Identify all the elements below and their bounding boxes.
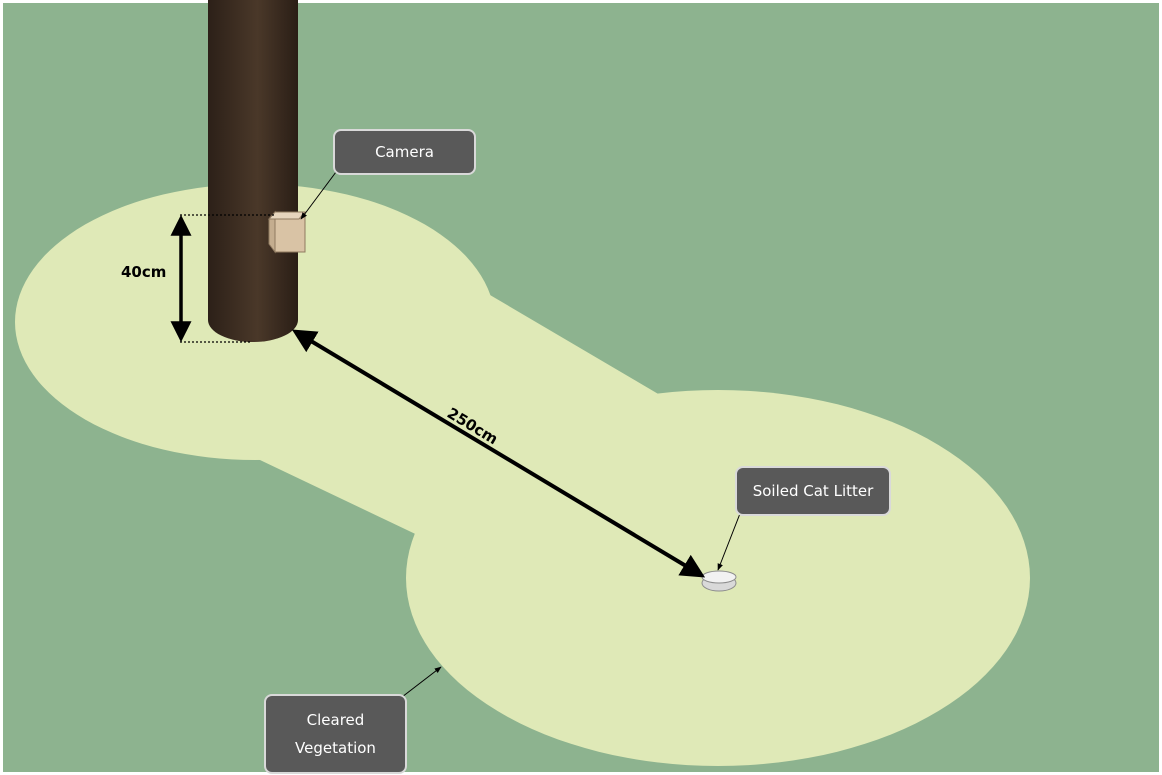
cat-litter-tray: [702, 571, 736, 591]
tree-post: [208, 0, 298, 342]
height-label: 40cm: [121, 263, 166, 281]
camera-device: [269, 212, 305, 252]
camera-callout: Camera: [333, 129, 476, 175]
soiled-cat-litter-callout: Soiled Cat Litter: [735, 466, 891, 516]
cleared-vegetation-callout: Cleared Vegetation: [264, 694, 407, 774]
